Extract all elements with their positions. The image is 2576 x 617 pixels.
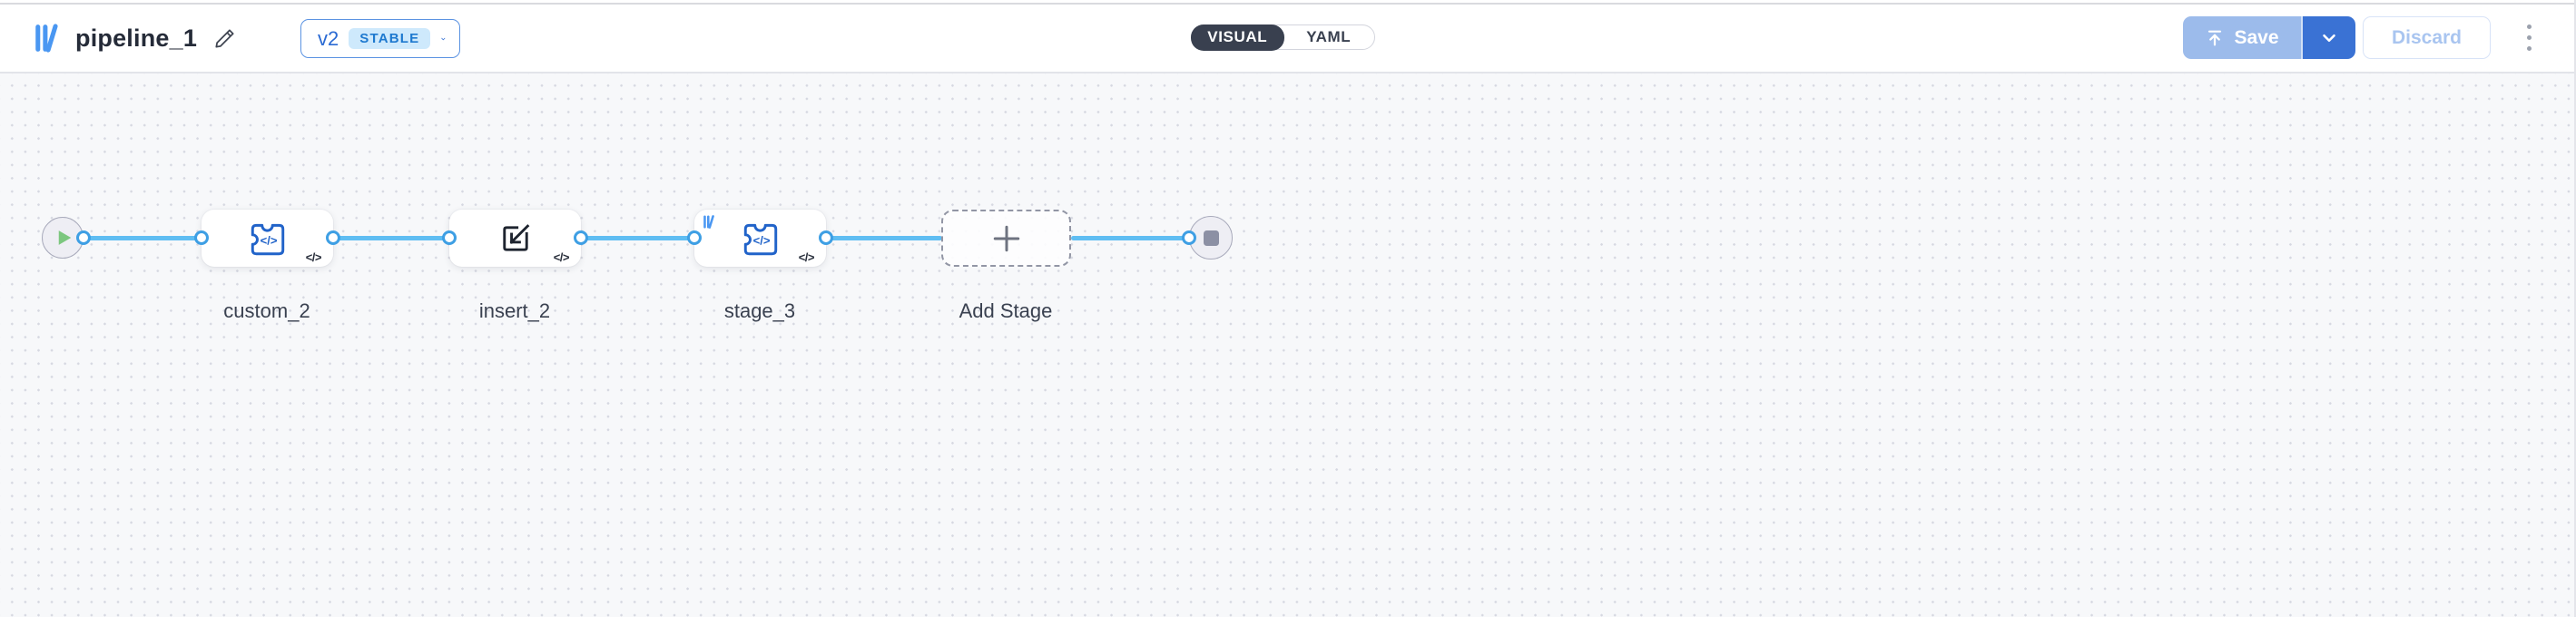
- port-stage3-in[interactable]: [687, 230, 702, 245]
- save-button-label: Save: [2234, 26, 2279, 48]
- port-custom2-out[interactable]: [326, 230, 340, 245]
- version-label: v2: [318, 26, 339, 50]
- port-end-in[interactable]: [1182, 230, 1196, 245]
- edge-custom2-insert2: [333, 236, 449, 240]
- version-selector[interactable]: v2 STABLE: [300, 19, 460, 58]
- node-label-stage-3: stage_3: [723, 299, 796, 322]
- node-label-custom-2: custom_2: [223, 299, 310, 322]
- save-split-button: Save: [2183, 16, 2355, 59]
- pipeline-canvas[interactable]: </> </> </> </> </>: [0, 73, 2574, 617]
- custom-code-badge: </>: [305, 250, 322, 264]
- svg-text:</>: </>: [260, 233, 277, 247]
- port-insert2-in[interactable]: [442, 230, 457, 245]
- svg-text:</>: </>: [752, 233, 770, 247]
- edge-start-custom2: [84, 236, 202, 240]
- save-dropdown-button[interactable]: [2303, 16, 2355, 59]
- kebab-dot: [2526, 24, 2532, 29]
- tab-visual[interactable]: VISUAL: [1190, 24, 1284, 51]
- insert-code-badge: </>: [553, 250, 570, 264]
- page-title: pipeline_1: [75, 24, 198, 52]
- pipeline-end-node[interactable]: [1189, 216, 1233, 260]
- port-insert2-out[interactable]: [574, 230, 588, 245]
- port-start-out[interactable]: [76, 230, 91, 245]
- plus-icon: [993, 225, 1019, 251]
- more-options-button[interactable]: [2514, 16, 2543, 59]
- puzzle-code-icon: </>: [251, 223, 284, 255]
- mode-toggle: VISUAL YAML: [1190, 24, 1375, 51]
- stage-code-badge: </>: [798, 250, 815, 264]
- brand-group: pipeline_1: [34, 5, 236, 72]
- edge-stage3-addstage: [826, 236, 942, 240]
- chevron-down-icon: [2323, 34, 2335, 42]
- chevron-down-icon: [441, 37, 446, 40]
- app-logo-icon: [35, 24, 58, 53]
- node-stage-3[interactable]: </> </>: [694, 210, 826, 267]
- kebab-dot: [2526, 46, 2532, 51]
- edge-insert2-stage3: [581, 236, 694, 240]
- node-label-add-stage: Add Stage: [959, 299, 1053, 322]
- kebab-dot: [2526, 35, 2532, 40]
- port-stage3-out[interactable]: [819, 230, 833, 245]
- stop-icon: [1203, 230, 1219, 246]
- save-button[interactable]: Save: [2183, 16, 2303, 59]
- puzzle-code-icon: </>: [743, 223, 777, 255]
- discard-button[interactable]: Discard: [2363, 16, 2491, 59]
- play-icon: [58, 230, 71, 245]
- version-status-badge: STABLE: [349, 28, 431, 49]
- top-divider: [0, 3, 2574, 5]
- edit-title-button[interactable]: [212, 26, 236, 50]
- import-icon: [502, 223, 529, 251]
- add-stage-button[interactable]: [941, 210, 1071, 267]
- edge-addstage-end: [1071, 236, 1189, 240]
- upload-icon: [2208, 30, 2222, 45]
- node-insert-2[interactable]: </>: [449, 210, 581, 267]
- node-label-insert-2: insert_2: [478, 299, 551, 322]
- header-actions: Save Discard: [0, 16, 2574, 59]
- header: pipeline_1 v2 STABLE VISUAL YAML: [0, 5, 2574, 73]
- mini-logo-icon: [703, 215, 714, 229]
- tab-yaml[interactable]: YAML: [1306, 28, 1352, 45]
- port-custom2-in[interactable]: [194, 230, 209, 245]
- node-custom-2[interactable]: </> </>: [202, 210, 333, 267]
- pencil-icon: [214, 28, 234, 48]
